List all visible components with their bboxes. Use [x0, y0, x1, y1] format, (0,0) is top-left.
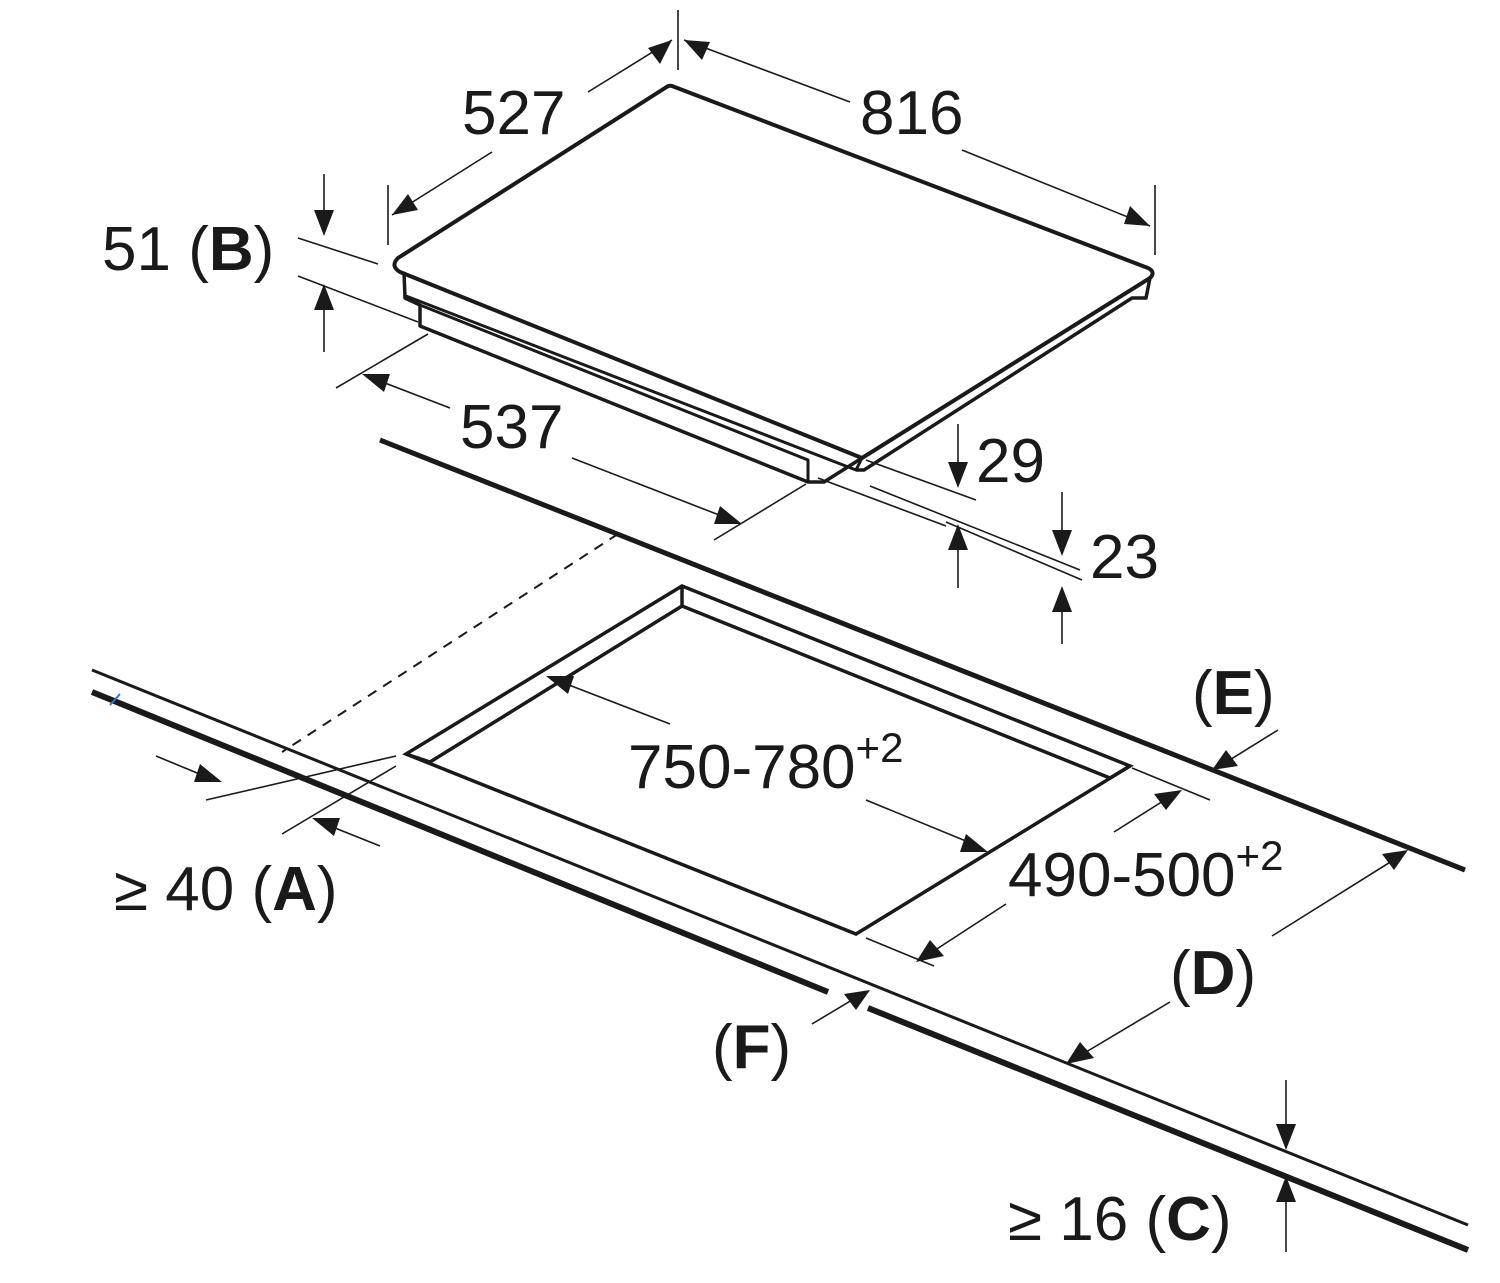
ext-23-top	[869, 485, 1081, 571]
letter-a: A	[272, 855, 317, 924]
cooktop-frame-lower	[419, 303, 810, 482]
cutout-projection-dashed	[281, 533, 619, 753]
ext-490-bottom	[865, 937, 935, 967]
label-816: 816	[860, 79, 963, 148]
ext-a-2	[281, 765, 397, 835]
arrow-29-bottom	[948, 524, 968, 550]
label-16-c: ≥ 16 (C)	[1008, 1185, 1232, 1254]
label-23: 23	[1090, 523, 1159, 592]
letter-d: D	[1191, 939, 1236, 1008]
arrow-537-left	[362, 374, 390, 392]
dim-816-b	[961, 149, 1151, 227]
dim-490-a	[1113, 797, 1169, 833]
label-537: 537	[460, 393, 563, 462]
label-490-500-tolerance: +2	[1236, 832, 1284, 879]
dim-490-b	[925, 903, 1007, 957]
arrow-490-top	[1154, 790, 1182, 810]
cutout-inner-right	[681, 604, 1131, 780]
arrow-a-left	[194, 764, 222, 782]
label-490-500-value: 490-500	[1008, 841, 1236, 910]
label-16: ≥ 16	[1008, 1185, 1128, 1254]
arrow-e	[1212, 750, 1238, 770]
arrow-d-top	[1382, 850, 1408, 870]
cooktop-frame-left	[402, 271, 863, 484]
ext-a-1	[205, 755, 397, 801]
dim-750-b	[865, 799, 979, 847]
label-d: (D)	[1170, 939, 1256, 1008]
ext-23-bottom	[945, 521, 1083, 581]
ext-b-top	[297, 237, 379, 265]
arrow-d-bottom	[1066, 1042, 1094, 1064]
arrow-29-top	[948, 462, 968, 488]
label-29: 29	[976, 427, 1045, 496]
ext-537-left	[335, 333, 429, 389]
arrow-750-right	[960, 834, 988, 852]
letter-c: C	[1166, 1185, 1211, 1254]
arrow-816-top	[684, 40, 710, 60]
cooktop-glass-top	[392, 83, 1155, 460]
arrow-816-bottom	[1124, 206, 1150, 226]
letter-e: E	[1213, 659, 1254, 728]
countertop	[90, 437, 1470, 1253]
dimension-labels: 527 816 51 (B) 537 29 23 (E) 750-780+2 4…	[102, 79, 1283, 1254]
arrow-b-bottom	[314, 284, 334, 310]
letter-f: F	[733, 1013, 771, 1082]
label-51-b: 51 (B)	[102, 215, 274, 284]
arrow-750-left	[546, 676, 574, 694]
label-f: (F)	[712, 1013, 791, 1082]
arrow-c-top	[1276, 1124, 1296, 1150]
dim-537-b	[571, 457, 733, 521]
label-e: (E)	[1192, 659, 1275, 728]
countertop-front-lower-edge-right	[866, 1005, 1470, 1253]
label-40-a: ≥ 40 (A)	[114, 855, 338, 924]
cooktop-frame-right	[856, 277, 1152, 472]
arrow-537-right	[714, 506, 742, 524]
countertop-front-top-edge	[91, 668, 1469, 1227]
arrow-b-top	[314, 210, 334, 236]
label-750-780: 750-780+2	[628, 724, 903, 802]
countertop-front-lower-edge-left	[90, 689, 830, 995]
label-750-780-tolerance: +2	[856, 724, 904, 771]
dim-750-a	[555, 679, 671, 725]
label-40: ≥ 40	[114, 855, 234, 924]
arrow-490-bottom	[916, 940, 944, 962]
label-490-500: 490-500+2	[1008, 832, 1283, 910]
cooktop	[392, 83, 1155, 484]
ext-29-bottom	[817, 477, 947, 527]
dim-d-a	[1271, 855, 1401, 937]
countertop-back-edge	[379, 437, 1466, 873]
arrowheads	[194, 40, 1408, 1202]
arrow-23-bottom	[1052, 586, 1072, 612]
blue-tick	[109, 693, 121, 706]
arrow-527-bottom	[392, 194, 418, 215]
ext-b-bottom	[297, 275, 419, 323]
arrow-23-top	[1052, 530, 1072, 556]
label-51: 51	[102, 215, 171, 284]
dim-d-b	[1075, 1001, 1171, 1059]
cutout-outer	[402, 584, 1134, 936]
label-527: 527	[462, 79, 565, 148]
ext-490-top	[1131, 767, 1211, 801]
dim-816-a	[683, 39, 851, 103]
label-750-780-value: 750-780	[628, 733, 856, 802]
arrow-a-right	[312, 818, 340, 836]
arrow-c-bottom	[1276, 1176, 1296, 1202]
arrow-527-top	[648, 40, 672, 64]
ext-537-right	[713, 483, 807, 541]
ext-29-top	[865, 459, 977, 501]
letter-b: B	[209, 215, 254, 284]
arrow-f	[844, 990, 870, 1010]
